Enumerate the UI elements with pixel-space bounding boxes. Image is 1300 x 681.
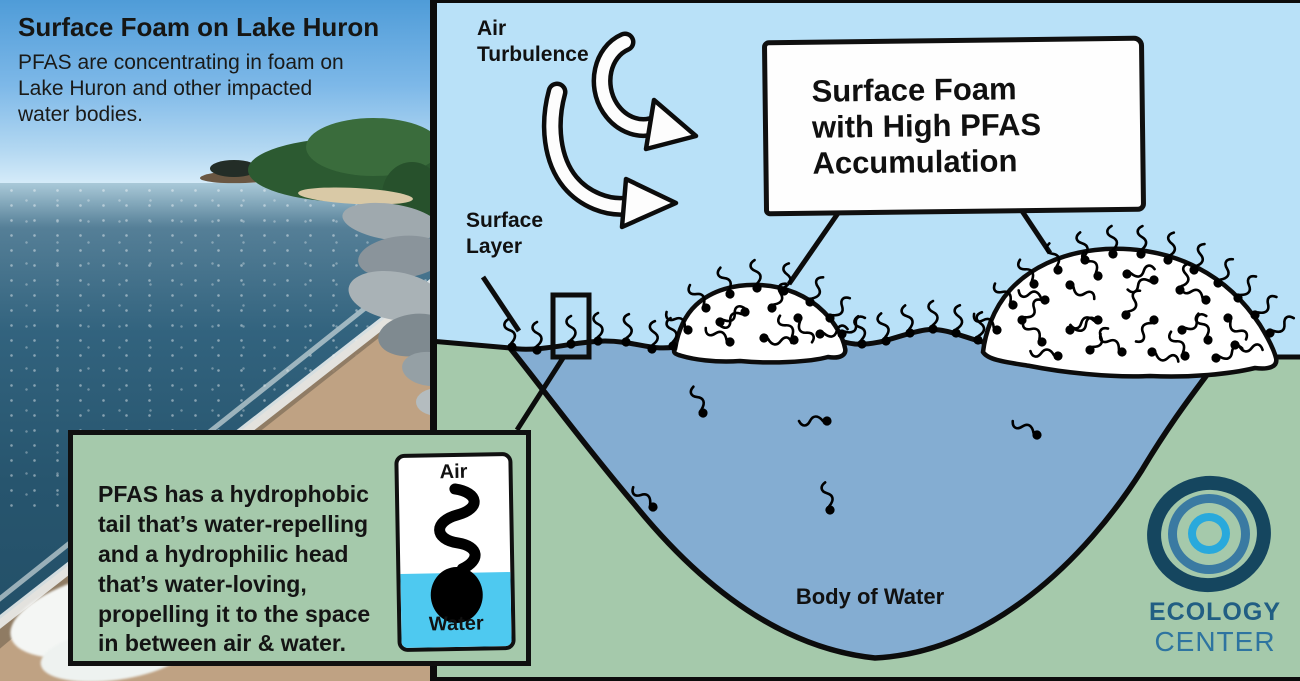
air-water-card: Air Water <box>394 451 516 653</box>
curved-arrow-icon <box>591 31 699 152</box>
basin-outline <box>507 346 1223 661</box>
logo-middle-ring-icon <box>1168 494 1250 574</box>
pfas-explainer-inset: PFAS has a hydrophobic tail that’s water… <box>68 430 531 666</box>
panel-border-bottom <box>430 677 1300 681</box>
card-water-label: Water <box>428 612 484 636</box>
card-air-label: Air <box>439 460 468 484</box>
callout-pointer-line <box>786 204 846 286</box>
boat-silhouette <box>210 160 258 177</box>
surface-layer-pointer-line <box>480 275 522 333</box>
callout-box: Surface Foam with High PFAS Accumulation <box>761 35 1147 217</box>
photo-subtitle: PFAS are concentrating in foam on Lake H… <box>18 51 344 127</box>
panel-border-top <box>430 0 1300 3</box>
logo-center-text: CENTER <box>1154 626 1276 657</box>
surface-layer-label: Surface Layer <box>466 209 544 258</box>
logo-inner-ring-icon <box>1188 513 1230 554</box>
callout-text: Surface Foam with High PFAS Accumulation <box>811 71 1042 181</box>
panel-border-left <box>430 0 437 681</box>
logo-ecology-text: ECOLOGY <box>1148 598 1281 626</box>
left-shore-line <box>430 338 511 351</box>
diagram-panel: Air Turbulence Surface Layer Body of Wat… <box>430 0 1300 681</box>
foam-mound-small <box>671 282 848 365</box>
ecology-center-logo: ECOLOGY CENTER <box>1130 467 1300 668</box>
diagram-art <box>430 0 1300 681</box>
inset-pointer-line <box>514 356 566 432</box>
photo-title: Surface Foam on Lake Huron <box>18 12 380 42</box>
air-turbulence-label: Air Turbulence <box>477 17 589 66</box>
pfas-molecule-large-icon <box>430 483 483 623</box>
inset-text: PFAS has a hydrophobic tail that’s water… <box>98 481 371 657</box>
land-shape <box>430 341 1300 681</box>
molecule-zoom-marker <box>550 292 592 360</box>
curved-arrow-icon <box>541 81 679 230</box>
rock <box>416 388 430 416</box>
water-body-shape <box>510 315 1220 658</box>
body-of-water-label: Body of Water <box>795 584 945 609</box>
